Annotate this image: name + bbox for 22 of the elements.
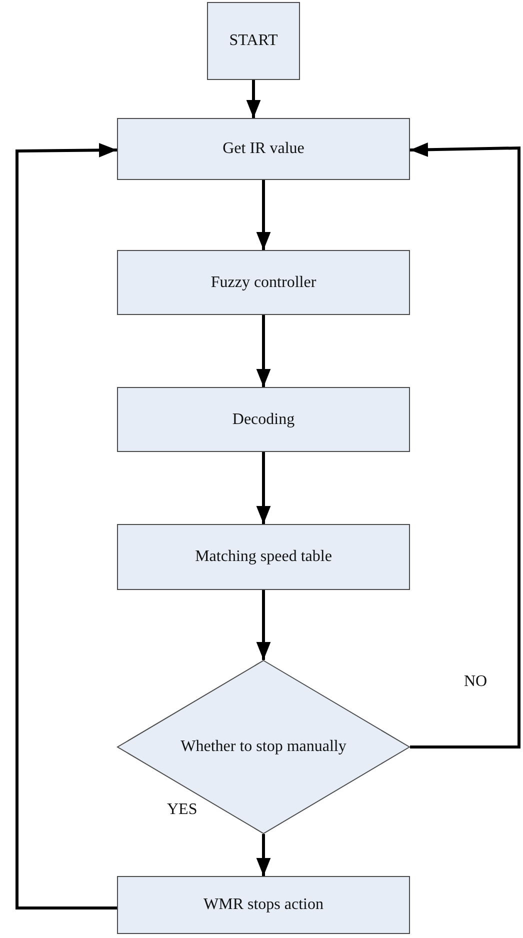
process-box xyxy=(117,524,410,590)
node-text: WMR stops action xyxy=(204,895,324,915)
node-text: Get IR value xyxy=(222,139,304,159)
arrow xyxy=(256,452,271,524)
process-box xyxy=(117,387,410,452)
process-box xyxy=(117,250,410,315)
node-text: Whether to stop manually xyxy=(180,737,346,757)
arrow xyxy=(246,80,261,118)
arrow xyxy=(256,315,271,387)
arrow xyxy=(410,142,520,748)
decision-diamond xyxy=(117,660,410,834)
node-text: Matching speed table xyxy=(195,547,332,567)
process-box xyxy=(207,2,300,80)
process-box xyxy=(117,876,410,934)
arrow xyxy=(256,834,271,876)
arrow xyxy=(256,180,271,250)
arrow xyxy=(16,142,118,910)
node-text: Decoding xyxy=(232,410,295,430)
node-text: START xyxy=(229,31,278,51)
node-text: Fuzzy controller xyxy=(210,272,316,292)
arrow xyxy=(256,590,271,660)
process-box xyxy=(117,118,410,180)
